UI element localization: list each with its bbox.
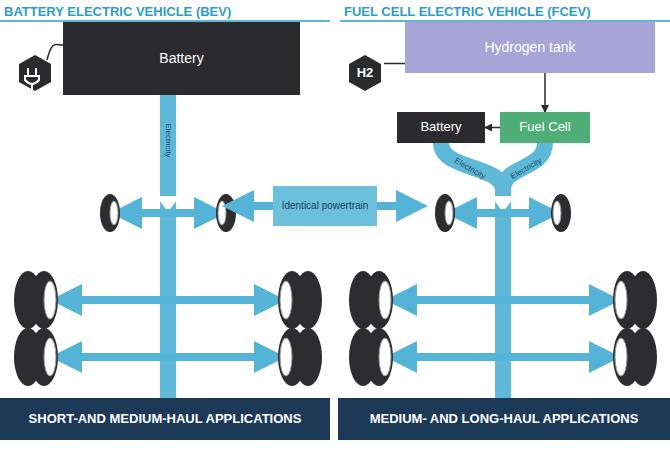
node-text: Battery xyxy=(420,120,461,135)
node-text: H2 xyxy=(357,66,374,81)
application-band: MEDIUM- AND LONG-HAUL APPLICATIONS xyxy=(338,398,670,440)
flow-label: Electricity xyxy=(163,123,172,157)
node-text: Battery xyxy=(159,50,203,66)
column-heading: BATTERY ELECTRIC VEHICLE (BEV) xyxy=(4,4,231,19)
note-box: Identical powertrain xyxy=(273,186,377,226)
connector xyxy=(384,63,405,65)
fuel-cell-box: Fuel Cell xyxy=(500,112,590,143)
node-text: SHORT-AND MEDIUM-HAUL APPLICATIONS xyxy=(29,412,302,427)
connector xyxy=(485,127,500,129)
node-text: Identical powertrain xyxy=(282,200,369,212)
column-heading: FUEL CELL ELECTRIC VEHICLE (FCEV) xyxy=(344,4,591,19)
battery-box: Battery xyxy=(397,112,485,143)
tank-box: Hydrogen tank xyxy=(405,22,655,73)
application-band: SHORT-AND MEDIUM-HAUL APPLICATIONS xyxy=(0,398,330,440)
battery-box: Battery xyxy=(63,22,300,95)
connector xyxy=(544,73,546,112)
hydrogen-icon: H2 xyxy=(346,54,384,92)
node-text: MEDIUM- AND LONG-HAUL APPLICATIONS xyxy=(370,412,639,427)
node-text: Hydrogen tank xyxy=(484,39,575,55)
node-text: Fuel Cell xyxy=(519,120,570,135)
